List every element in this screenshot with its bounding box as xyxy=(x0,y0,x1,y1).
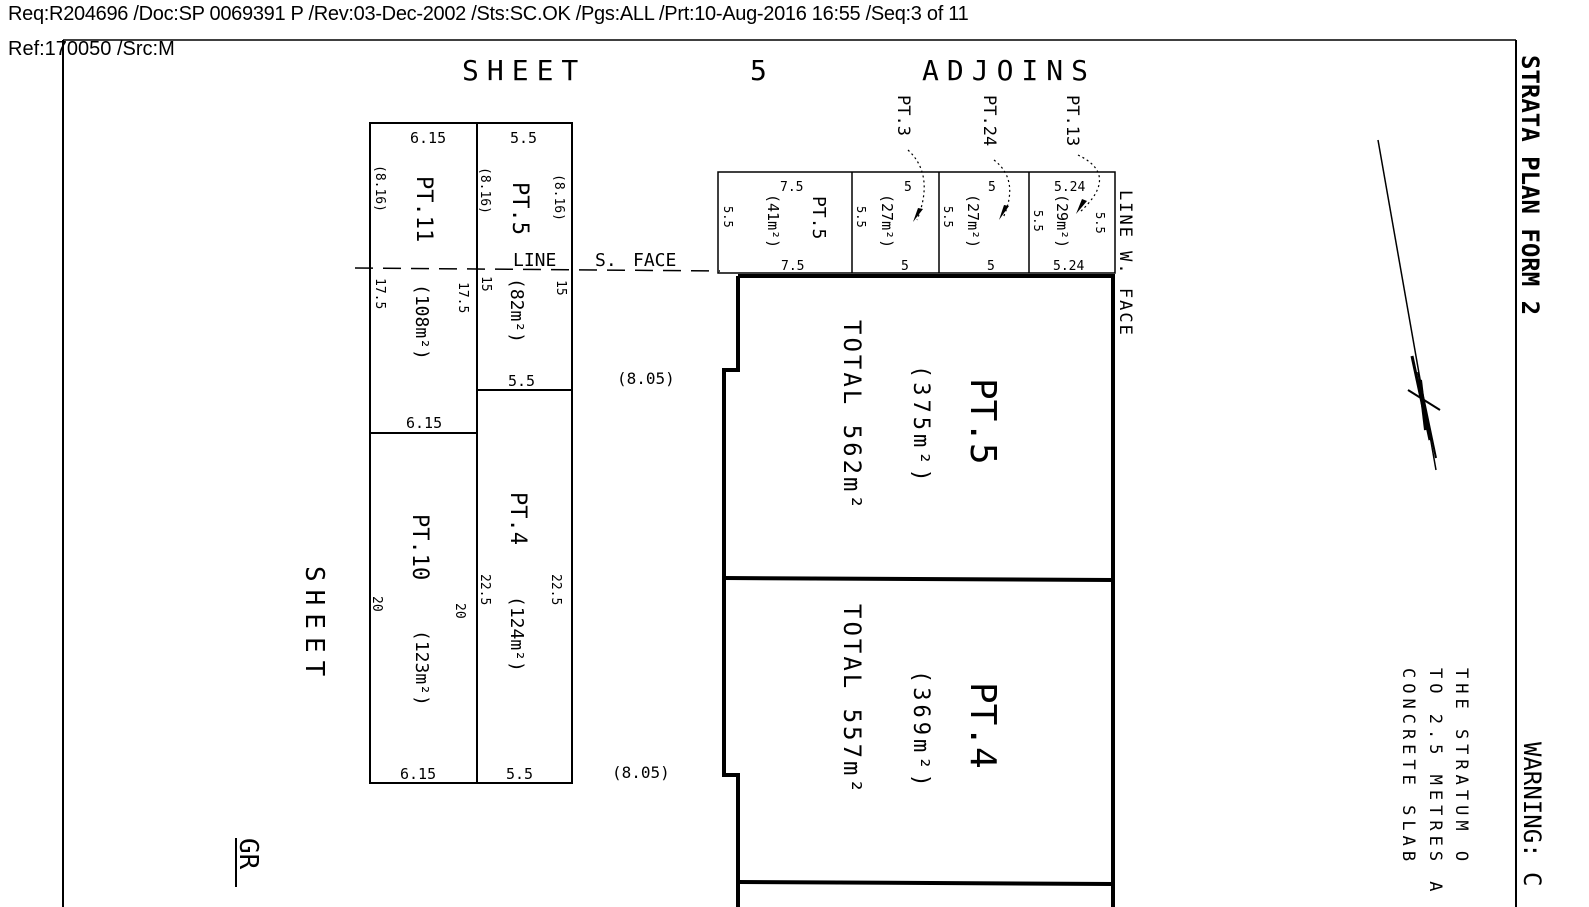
pt4-big-area: (369m²) xyxy=(908,670,933,791)
pt5-big-area: (375m²) xyxy=(908,365,933,486)
pt11-top-dim: 6.15 xyxy=(410,129,446,147)
pt5-left-label: PT.5 xyxy=(507,182,532,235)
sheet-number: 5 xyxy=(750,54,767,87)
north-arrow-icon xyxy=(1377,139,1441,471)
pt11-bottom-dim: 6.15 xyxy=(406,414,442,432)
gr-label: GR xyxy=(233,838,263,870)
callout-pt24-leader xyxy=(993,159,1011,219)
callout-pt3: PT.3 xyxy=(893,95,913,136)
small-lot-3-side: 5.5 xyxy=(941,206,955,228)
line-s-face-s-word: S. xyxy=(595,250,617,271)
line-s-face-face-word: FACE xyxy=(633,250,676,271)
pt11-label: PT.11 xyxy=(411,176,436,242)
pt10-dim-b: 20 xyxy=(452,603,467,619)
big-lots-outline xyxy=(722,274,1115,907)
pt5-dim-c: 15 xyxy=(478,276,493,292)
small-lot-4-side-b: 5.5 xyxy=(1093,212,1107,234)
small-lot-1-bottom: 7.5 xyxy=(781,259,804,274)
callout-pt13: PT.13 xyxy=(1062,95,1082,146)
pt5-top-dim: 5.5 xyxy=(510,129,537,147)
small-lot-4-side: 5.5 xyxy=(1031,210,1045,232)
pt10-area: (123m²) xyxy=(411,630,432,706)
small-lot-3-bottom: 5 xyxy=(987,259,995,274)
small-lot-1-area: (41m²) xyxy=(764,194,782,248)
pt5-dim-d: 15 xyxy=(553,280,568,296)
pt10-label: PT.10 xyxy=(407,514,432,580)
pt4-left-label: PT.4 xyxy=(505,492,530,545)
stratum-note-line-3: CONCRETE SLAB xyxy=(1398,668,1418,866)
small-lot-2-top: 5 xyxy=(904,180,912,195)
pt11-dim-a: (8.16) xyxy=(372,165,387,212)
small-lot-3-area: (27m²) xyxy=(964,194,982,248)
reference-header: Ref:170050 /Src:M xyxy=(8,38,175,60)
pt4-dim-b: 22.5 xyxy=(548,574,563,605)
pt10-dim-a: 20 xyxy=(369,596,384,612)
pt11-dim-c: 17.5 xyxy=(455,282,470,313)
small-lot-4-bottom: 5.24 xyxy=(1053,259,1084,274)
small-lot-2-bottom: 5 xyxy=(901,259,909,274)
stratum-note-line-1: THE STRATUM O xyxy=(1451,668,1471,866)
pt4-left-area: (124m²) xyxy=(506,596,527,672)
offset-label-upper: (8.05) xyxy=(617,369,675,388)
pt10-bottom-dim: 6.15 xyxy=(400,765,436,783)
stratum-note-line-2: TO 2.5 METRES A xyxy=(1425,668,1445,897)
small-lot-1-label: PT.5 xyxy=(808,196,829,239)
pt5-pt4-boundary xyxy=(723,576,1114,582)
middle-column-box xyxy=(476,122,573,784)
pt4-dim-a: 22.5 xyxy=(477,574,492,605)
pt4-big-label: PT.4 xyxy=(962,682,1003,769)
pt5-big-total: TOTAL 562m² xyxy=(838,320,866,512)
small-lot-1-top: 7.5 xyxy=(780,180,803,195)
line-w-face-label: LINE W. FACE xyxy=(1115,190,1135,337)
pt4-big-total: TOTAL 557m² xyxy=(838,604,866,796)
callout-pt24: PT.24 xyxy=(979,95,999,146)
pt11-area: (108m²) xyxy=(411,284,432,360)
callout-pt3-arrowhead xyxy=(913,208,923,222)
s-face-line xyxy=(354,267,721,272)
offset-label-lower: (8.05) xyxy=(612,763,670,782)
small-lot-4-top: 5.24 xyxy=(1054,180,1085,195)
warning-label: WARNING: C xyxy=(1518,742,1546,887)
small-lot-2-area: (27m²) xyxy=(878,194,896,248)
pt5-bottom-dim: 5.5 xyxy=(508,372,535,390)
pt5-big-label: PT.5 xyxy=(962,378,1003,465)
pt5-left-area: (82m²) xyxy=(506,278,527,343)
callout-pt3-leader xyxy=(907,149,925,221)
pt4-lower-boundary xyxy=(737,880,1114,886)
small-lot-4-area: (29m²) xyxy=(1053,194,1071,248)
callout-pt13-arrowhead xyxy=(1076,199,1087,214)
callout-pt24-arrowhead xyxy=(999,205,1009,220)
small-lots-strip xyxy=(717,171,1116,274)
request-header: Req:R204696 /Doc:SP 0069391 P /Rev:03-De… xyxy=(8,3,969,25)
adjoins-label: ADJOINS xyxy=(922,54,1096,87)
pt5-dim-b: (8.16) xyxy=(551,174,566,221)
line-s-face-line-word: LINE xyxy=(513,250,556,271)
small-lot-2-side: 5.5 xyxy=(854,206,868,228)
pt4-bottom-dim: 5.5 xyxy=(506,765,533,783)
sheet-label: SHEET xyxy=(462,54,586,87)
pt11-dim-b: 17.5 xyxy=(372,278,387,309)
form-title: STRATA PLAN FORM 2 xyxy=(1516,55,1544,315)
left-sheet-label: SHEET xyxy=(299,566,329,684)
pt5-dim-a: (8.16) xyxy=(477,167,492,214)
small-lot-3-top: 5 xyxy=(988,180,996,195)
small-lot-1-side: 5.5 xyxy=(721,206,735,228)
